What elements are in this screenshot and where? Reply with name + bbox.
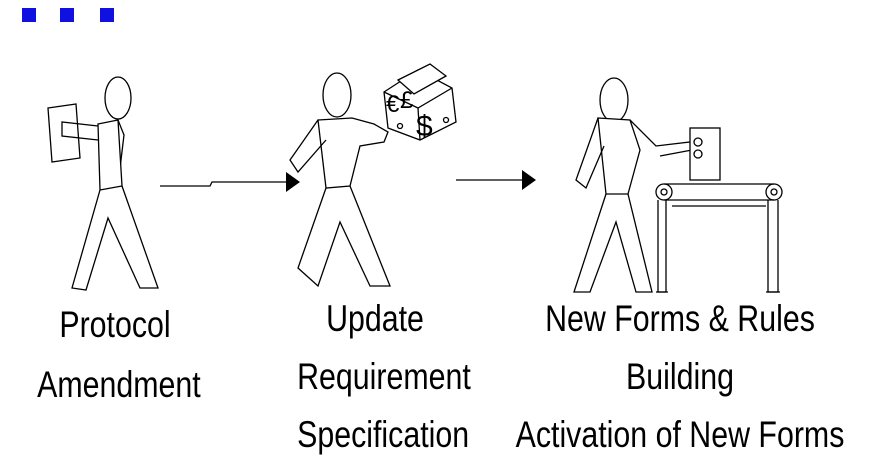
bullet-square-2 [60,8,74,22]
step-2-label: Update Requirement Specification [297,298,471,455]
person-operating-conveyor-machine-icon [573,77,783,293]
step-3-line-1: New Forms & Rules [545,298,815,339]
right-arrow-icon [456,170,536,190]
step-2-line-2: Requirement [297,356,471,397]
svg-text:€: € [386,91,400,118]
step-3-line-3: Activation of New Forms [515,414,845,455]
svg-text:$: $ [416,110,433,143]
svg-text:£: £ [400,87,413,114]
right-arrow-icon [160,172,300,192]
step-1-line-2: Amendment [37,364,201,405]
step-1-line-1: Protocol [59,304,171,345]
person-carrying-document-icon [47,76,159,291]
bullet-square-3 [100,8,114,22]
bullet-square-1 [22,8,36,22]
person-carrying-money-cube-icon: € £ $ [289,63,457,288]
step-3-line-2: Building [626,356,734,397]
step-2-line-3: Specification [297,414,470,455]
step-3-label: New Forms & Rules Building Activation of… [500,300,861,453]
step-2-line-1: Update [326,298,424,339]
step-1-label: Protocol Amendment [37,304,201,405]
